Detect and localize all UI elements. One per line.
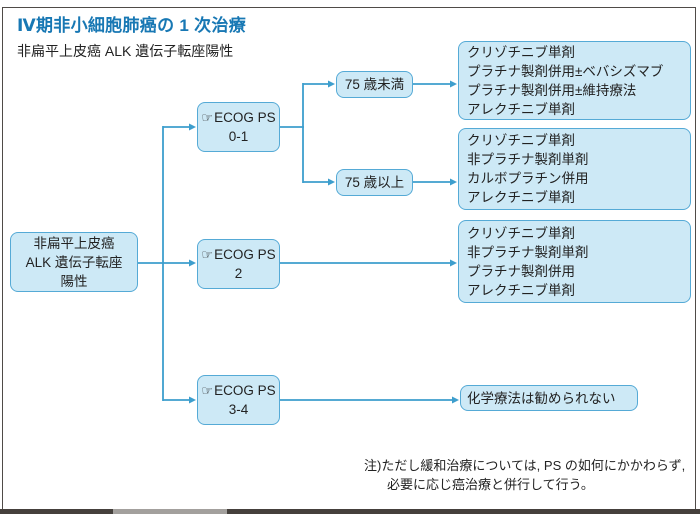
treatment-option: クリゾチニブ単剤: [467, 44, 575, 60]
treatment-box-under-75: クリゾチニブ単剤 プラチナ製剤併用±ベバシズマブ プラチナ製剤併用±維持療法 ア…: [458, 41, 691, 120]
node-line: 陽性: [60, 273, 88, 289]
pointing-hand-icon: ☞: [201, 247, 214, 262]
root-node-alk-positive: 非扁平上皮癌 ALK 遺伝子転座 陽性: [10, 232, 138, 292]
node-line: 非扁平上皮癌: [33, 235, 115, 251]
pointing-hand-icon: ☞: [201, 110, 214, 125]
ecog-ps-0-1-node: ☞ECOG PS 0-1: [197, 102, 280, 152]
page-bottom-edge: [0, 509, 700, 514]
ecog-ps-value: 3-4: [228, 402, 249, 417]
ecog-ps-label: ECOG PS: [214, 247, 276, 262]
treatment-option: プラチナ製剤併用±ベバシズマブ: [467, 63, 664, 79]
no-chemotherapy-box: 化学療法は勧められない: [460, 385, 638, 411]
node-label: 75 歳以上: [344, 175, 405, 190]
ecog-ps-value: 2: [234, 266, 243, 281]
node-line: ALK 遺伝子転座: [25, 254, 123, 270]
footnote-line: 注)ただし緩和治療については, PS の如何にかかわらず,: [364, 458, 686, 473]
treatment-option: プラチナ製剤併用±維持療法: [467, 82, 637, 98]
figure-subtitle: 非扁平上皮癌 ALK 遺伝子転座陽性: [17, 43, 234, 59]
node-label: 75 歳未満: [344, 77, 405, 92]
ecog-ps-3-4-node: ☞ECOG PS 3-4: [197, 375, 280, 425]
treatment-option: プラチナ製剤併用: [467, 263, 575, 279]
ecog-ps-label: ECOG PS: [214, 383, 276, 398]
treatment-box-ps2: クリゾチニブ単剤 非プラチナ製剤単剤 プラチナ製剤併用 アレクチニブ単剤: [458, 220, 691, 303]
ecog-ps-2-node: ☞ECOG PS 2: [197, 239, 280, 289]
page-bottom-edge-highlight: [113, 509, 227, 514]
treatment-option: クリゾチニブ単剤: [467, 225, 575, 241]
treatment-box-over-75: クリゾチニブ単剤 非プラチナ製剤単剤 カルボプラチン併用 アレクチニブ単剤: [458, 128, 691, 210]
treatment-option: アレクチニブ単剤: [467, 282, 575, 298]
treatment-option: アレクチニブ単剤: [467, 190, 575, 205]
age-under-75-node: 75 歳未満: [336, 71, 413, 98]
pointing-hand-icon: ☞: [201, 383, 214, 398]
footnote-line: 必要に応じ癌治療と併行して行う。: [387, 477, 594, 492]
ecog-ps-value: 0-1: [228, 129, 249, 144]
treatment-option: カルボプラチン併用: [467, 171, 589, 186]
treatment-option: 非プラチナ製剤単剤: [467, 244, 589, 260]
treatment-option: クリゾチニブ単剤: [467, 133, 575, 148]
footnote: 注)ただし緩和治療については, PS の如何にかかわらず, 必要に応じ癌治療と併…: [364, 456, 685, 494]
node-label: 化学療法は勧められない: [467, 390, 616, 406]
treatment-option: アレクチニブ単剤: [467, 101, 575, 117]
figure-title: Ⅳ期非小細胞肺癌の 1 次治療: [17, 16, 247, 35]
ecog-ps-label: ECOG PS: [214, 110, 276, 125]
age-over-75-node: 75 歳以上: [336, 169, 413, 196]
treatment-option: 非プラチナ製剤単剤: [467, 152, 589, 167]
